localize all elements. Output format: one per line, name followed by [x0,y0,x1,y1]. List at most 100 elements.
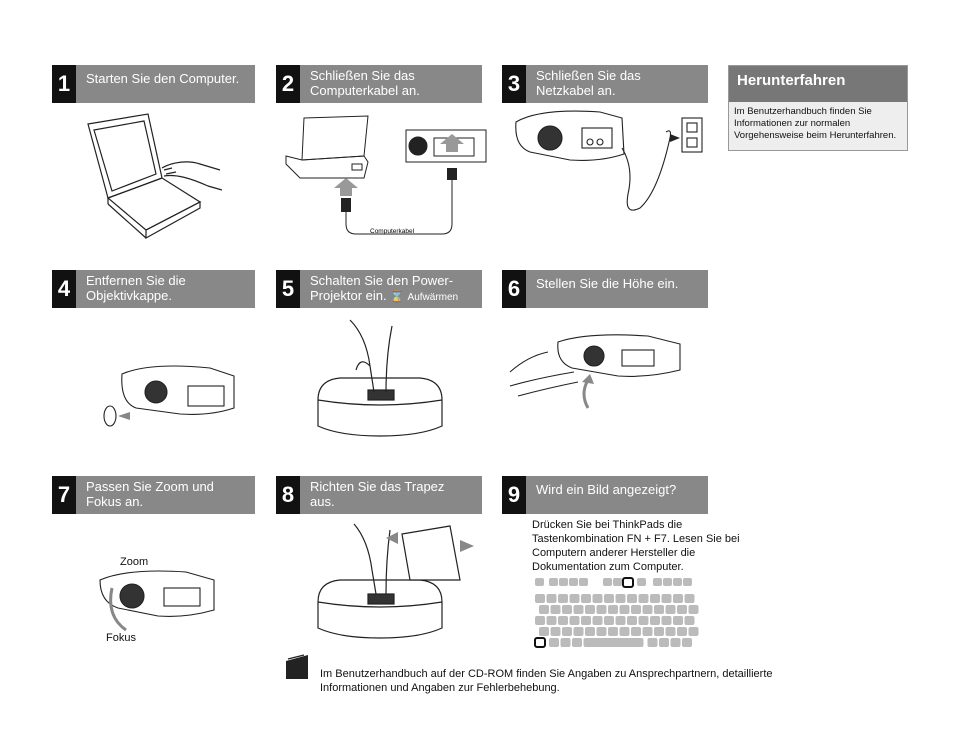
keyboard-key [583,638,644,647]
highlight-key [534,637,546,648]
keyboard-key [683,578,692,586]
focus-label: Fokus [106,632,136,644]
keyboard-key [642,605,653,614]
keyboard-key [647,638,658,647]
keyboard-key [569,594,580,603]
step-text: Stellen Sie die Höhe ein. [536,276,679,291]
keyboard-key [549,638,559,647]
warmup-label: Aufwärmen [407,292,459,303]
keyboard-key [579,578,588,586]
keyboard-key [642,627,653,636]
height-illustration [509,334,681,409]
keyboard-key [677,605,687,614]
keyboard-key [539,627,549,636]
step-text: Starten Sie den Computer. [86,71,240,86]
keyboard-key [631,605,641,614]
step-5-header: 5 Schalten Sie den Power-Projektor ein. … [276,270,482,308]
step-3-header: 3 Schließen Sie das Netzkabel an. [502,65,708,103]
step-text: Wird ein Bild angezeigt? [536,482,677,497]
keystone-illustration [317,523,474,639]
shutdown-body: Im Benutzerhandbuch finden Sie Informati… [729,102,907,150]
keyboard-key [654,627,664,636]
keyboard-key [650,616,660,625]
keyboard-key [604,594,614,603]
keyboard-key [585,627,595,636]
step-text: Schließen Sie das Netzkabel an. [536,68,641,98]
keyboard-key [627,616,637,625]
keyboard-key [608,627,618,636]
keyboard-key [637,578,646,586]
keyboard-key [653,578,662,586]
book-icon [286,654,308,679]
keyboard-key [613,578,622,586]
keyboard-key [572,638,582,647]
keyboard-key [603,578,612,586]
step-number: 5 [276,270,300,308]
keyboard-key [596,627,607,636]
keyboard-key [608,605,618,614]
power-on-illustration [317,319,443,437]
keyboard-key [615,616,626,625]
keyboard-key [535,616,545,625]
step-1-header: 1 Starten Sie den Computer. [52,65,255,103]
step-number: 2 [276,65,300,103]
step-text: Passen Sie Zoom und Fokus an. [86,479,214,509]
step-text: Entfernen Sie die Objektivkappe. [86,273,186,303]
keyboard-key [596,605,607,614]
keyboard-key [650,594,660,603]
keyboard-key [677,627,687,636]
keyboard-key [654,605,664,614]
keyboard-key [663,578,672,586]
lens-cap-illustration [103,365,235,427]
keyboard-key [638,594,649,603]
keyboard-key [573,605,584,614]
keyboard-key [581,594,591,603]
keyboard-key [592,616,603,625]
footer-note: Im Benutzerhandbuch auf der CD-ROM finde… [320,668,773,694]
step-number: 6 [502,270,526,308]
keyboard-key [535,578,544,586]
step-text: Richten Sie das Trapez aus. [310,479,445,509]
laptop-illustration [87,113,223,240]
step-number: 8 [276,476,300,514]
step-number: 1 [52,65,76,103]
keyboard-key [688,605,699,614]
keyboard-key [665,605,676,614]
shutdown-box: Herunterfahren Im Benutzerhandbuch finde… [728,65,908,151]
keyboard-key [619,605,630,614]
keyboard-key [592,594,603,603]
step-number: 3 [502,65,526,103]
keyboard-key [665,627,676,636]
keyboard-key [559,578,568,586]
keyboard-key [558,594,568,603]
keyboard-key [661,594,672,603]
keyboard-key [585,605,595,614]
keyboard-key [673,578,682,586]
keyboard-key [535,594,545,603]
step-text: Schließen Sie das Computerkabel an. [310,68,420,98]
keyboard-key [684,616,695,625]
keyboard-key [670,638,681,647]
cable-illustration: Computerkabel [285,115,487,235]
keyboard-key [546,594,557,603]
step-text: Schalten Sie den Power-Projektor ein. [310,273,454,303]
keyboard-key [688,627,699,636]
keyboard-key [604,616,614,625]
keyboard-key [550,627,561,636]
keyboard-key [638,616,649,625]
cable-label: Computerkabel [370,228,415,235]
step-6-header: 6 Stellen Sie die Höhe ein. [502,270,708,308]
keyboard-key [569,578,578,586]
keyboard-key [682,638,692,647]
keyboard-key [673,594,683,603]
keyboard-illustration [534,577,699,648]
step-8-header: 8 Richten Sie das Trapez aus. [276,476,482,514]
step-9-header: 9 Wird ein Bild angezeigt? [502,476,708,514]
keyboard-key [684,594,695,603]
keyboard-key [562,605,572,614]
keyboard-key [560,638,571,647]
keyboard-key [573,627,584,636]
keyboard-key [558,616,568,625]
power-cable-illustration [515,110,703,211]
keyboard-key [615,594,626,603]
